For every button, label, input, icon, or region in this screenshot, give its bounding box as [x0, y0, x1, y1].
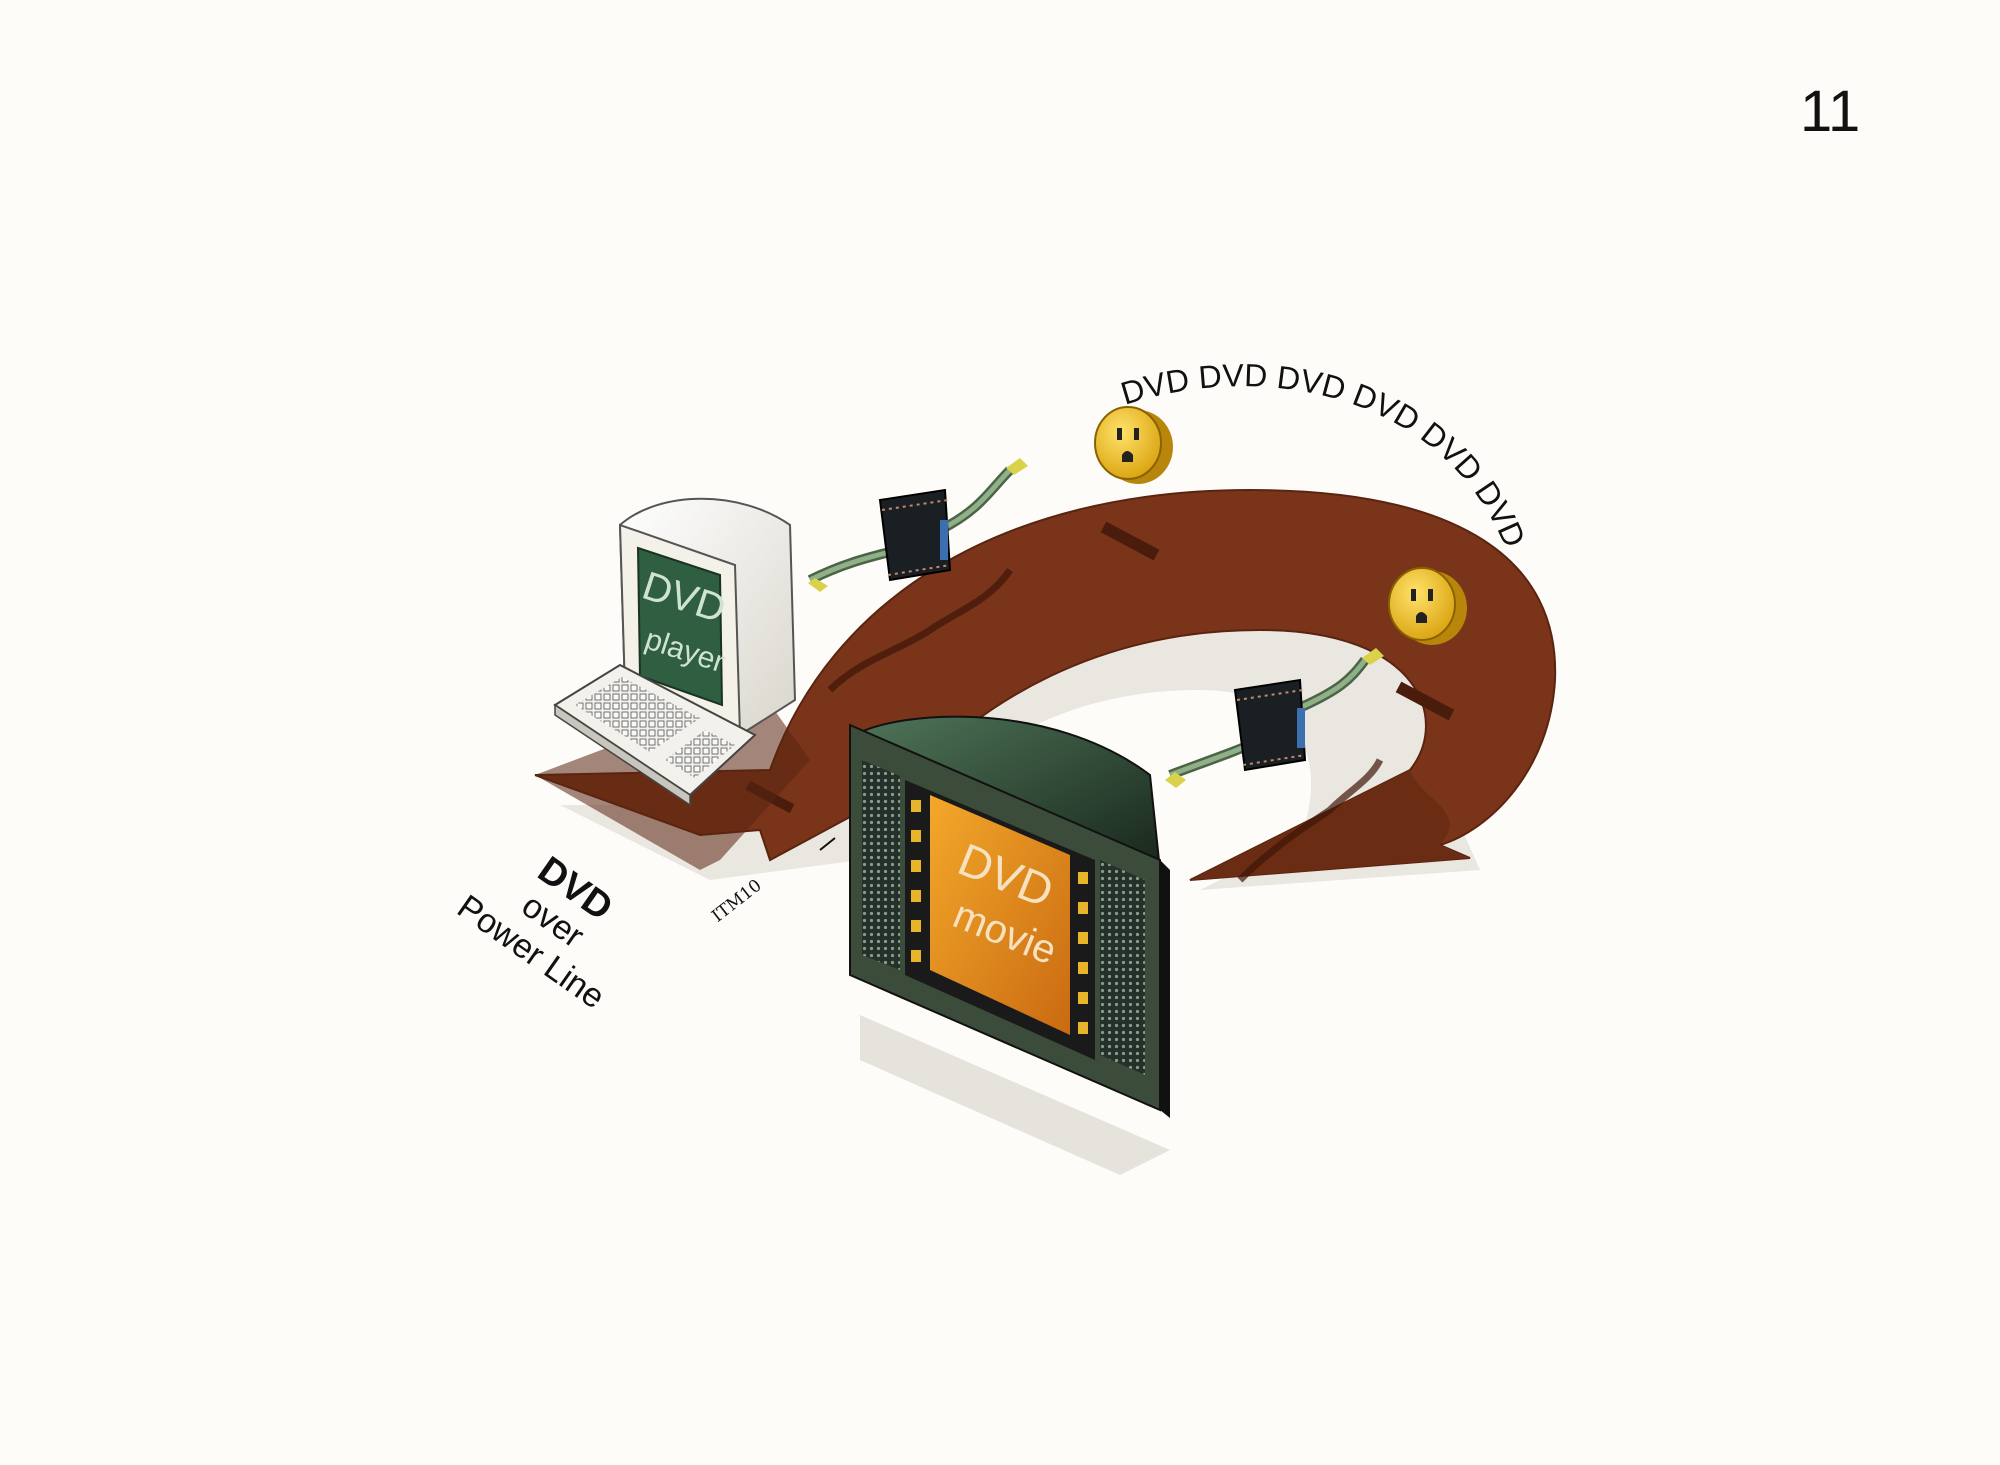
- tick-mark: [819, 837, 836, 851]
- signal-text: DVD DVD DVD DVD DVD DVD DVD DVD: [0, 0, 1536, 560]
- signal-text-path: DVD DVD DVD DVD DVD DVD DVD DVD: [0, 0, 1536, 560]
- arrow-dash: [1395, 681, 1455, 721]
- power-outlet-2: [1388, 567, 1467, 645]
- powerline-chip-1: [807, 458, 1028, 592]
- powerline-arrow: [534, 488, 1557, 881]
- signal-shadow: [827, 568, 1013, 693]
- power-outlet-1: [1094, 406, 1173, 484]
- tv-shadow: [860, 1015, 1170, 1175]
- arrow-dash: [1100, 521, 1160, 561]
- small-label: ITM10: [708, 876, 765, 927]
- tv-set: [849, 715, 1170, 1118]
- caption: DVD over Power Line: [450, 849, 620, 1017]
- signal-shadow: [1237, 758, 1384, 883]
- arrow-head: [1190, 770, 1470, 880]
- page-number: 11: [1800, 79, 1861, 144]
- keyboard: [553, 663, 757, 807]
- powerline-chip-2: [1165, 648, 1384, 788]
